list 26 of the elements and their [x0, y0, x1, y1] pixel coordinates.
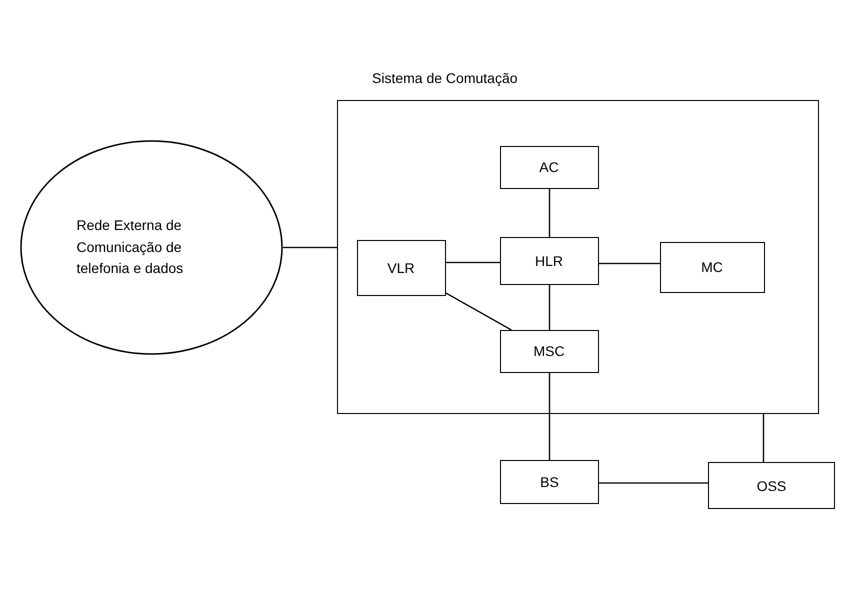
- connector-line: [599, 482, 708, 484]
- connector-line: [762, 414, 764, 462]
- component-box: [708, 462, 835, 509]
- node-label: Rede Externa de Comunicação de telefonia e dados: [76, 216, 184, 278]
- connector-line: [599, 262, 660, 264]
- node-label: VLR: [387, 260, 415, 276]
- component-box: [500, 236, 598, 284]
- connector-line: [446, 292, 512, 331]
- connector-line: [548, 373, 550, 460]
- component-box: [660, 242, 764, 292]
- component-box: [500, 330, 598, 372]
- node-label: AC: [539, 159, 559, 175]
- component-box: [500, 460, 599, 504]
- node-label: OSS: [756, 478, 786, 494]
- frame-title: Sistema de Comutação: [372, 70, 518, 86]
- connector-line: [548, 285, 550, 330]
- connector-line: [283, 246, 337, 248]
- component-box: [500, 146, 598, 188]
- node-label: MC: [701, 259, 723, 275]
- node-label: BS: [540, 474, 559, 490]
- node-label: HLR: [534, 252, 563, 268]
- component-box: [356, 240, 446, 296]
- node-label: MSC: [533, 343, 565, 359]
- network-ellipse: [20, 140, 283, 355]
- connector-line: [446, 262, 500, 264]
- connector-line: [548, 189, 550, 237]
